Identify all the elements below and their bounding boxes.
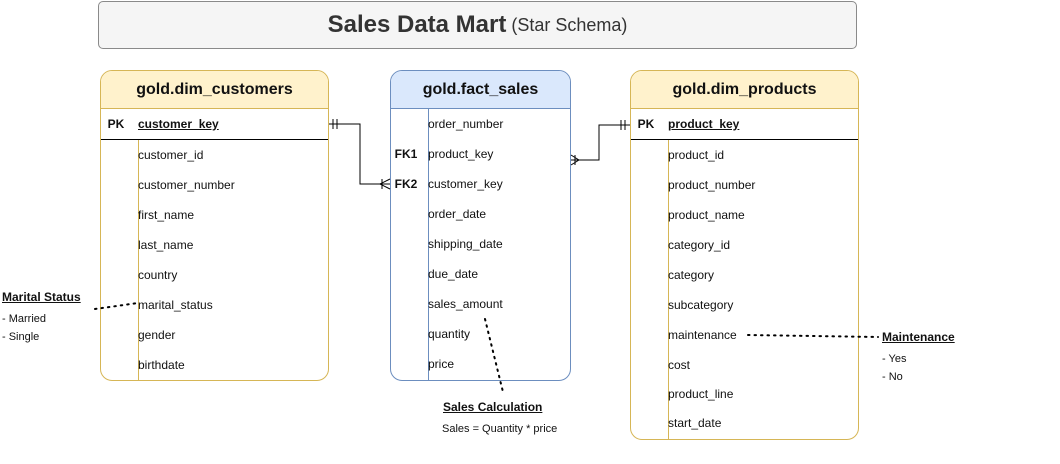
field-row: first_name: [101, 200, 328, 230]
field-name: product_key: [428, 147, 494, 161]
field-name: customer_key: [428, 177, 503, 191]
field-name: product_line: [668, 387, 734, 401]
entity-title: gold.dim_products: [631, 71, 858, 109]
field-row: country: [101, 260, 328, 290]
field-name: maintenance: [668, 328, 737, 342]
marital-note-item: - Single: [2, 331, 40, 343]
field-name: first_name: [138, 208, 195, 222]
pk-label: PK: [107, 117, 125, 131]
field-row: customer_id: [101, 140, 328, 170]
field-name: product_id: [668, 148, 725, 162]
field-row: customer_number: [101, 170, 328, 200]
field-name: product_name: [668, 208, 745, 222]
product-relationship-line: [571, 124, 630, 161]
key-column-divider: [631, 140, 669, 439]
field-row: cost: [631, 350, 858, 380]
title-main: Sales Data Mart: [327, 11, 507, 38]
field-row: order_number: [391, 109, 570, 139]
pk-field: customer_key: [138, 117, 219, 131]
key-column-divider: [101, 140, 139, 380]
maintenance-note-title: Maintenance: [882, 330, 955, 344]
key-label: FK1: [394, 147, 418, 161]
diagram-title: Sales Data Mart (Star Schema): [98, 1, 857, 49]
field-name: product_number: [668, 178, 756, 192]
marital-note-link: [94, 302, 139, 310]
key-label: FK2: [394, 177, 418, 191]
field-row: category: [631, 260, 858, 290]
field-name: shipping_date: [428, 237, 503, 251]
field-row: product_name: [631, 200, 858, 230]
field-row: birthdate: [101, 350, 328, 380]
field-row: marital_status: [101, 290, 328, 320]
field-name: cost: [668, 358, 691, 372]
field-name: order_date: [428, 207, 487, 221]
field-name: quantity: [428, 327, 471, 341]
field-name: gender: [138, 328, 176, 342]
field-name: price: [428, 357, 455, 371]
field-name: start_date: [668, 416, 722, 430]
entity-title: gold.fact_sales: [391, 71, 570, 109]
customer-relationship-line: [329, 123, 390, 185]
field-row: sales_amount: [391, 289, 570, 319]
pk-label: PK: [637, 117, 655, 131]
field-row: subcategory: [631, 290, 858, 320]
sales-note-text: Sales = Quantity * price: [442, 423, 558, 435]
entity-title: gold.dim_customers: [101, 71, 328, 109]
field-name: category_id: [668, 238, 731, 252]
field-name: sales_amount: [428, 297, 503, 311]
field-row: product_number: [631, 170, 858, 200]
field-row: order_date: [391, 199, 570, 229]
field-name: order_number: [428, 117, 504, 131]
entity-fact-sales[interactable]: gold.fact_sales order_number FK1 product_…: [390, 70, 571, 381]
entity-dim-products[interactable]: gold.dim_products PK product_key product…: [630, 70, 859, 440]
field-row: maintenance: [631, 320, 858, 350]
field-name: customer_number: [138, 178, 235, 192]
field-name: marital_status: [138, 298, 213, 312]
field-row: category_id: [631, 230, 858, 260]
field-row: quantity: [391, 319, 570, 349]
field-name: category: [668, 268, 715, 282]
field-row: FK2 customer_key: [391, 169, 570, 199]
field-row: due_date: [391, 259, 570, 289]
field-name: birthdate: [138, 358, 185, 372]
field-row: start_date: [631, 409, 858, 438]
field-row: product_line: [631, 380, 858, 409]
field-name: country: [138, 268, 178, 282]
marital-note-title: Marital Status: [2, 290, 81, 304]
pk-row: PK customer_key: [101, 109, 328, 140]
entity-dim-customers[interactable]: gold.dim_customers PK customer_key custo…: [100, 70, 329, 381]
field-row: product_id: [631, 140, 858, 170]
marital-note-item: - Married: [2, 313, 47, 325]
pk-row: PK product_key: [631, 109, 858, 140]
sales-note-title: Sales Calculation: [443, 400, 543, 414]
field-row: price: [391, 349, 570, 379]
maintenance-note-item: - No: [882, 371, 903, 383]
pk-field: product_key: [668, 117, 740, 131]
field-row: last_name: [101, 230, 328, 260]
maintenance-note-item: - Yes: [882, 353, 907, 365]
field-name: customer_id: [138, 148, 204, 162]
field-row: FK1 product_key: [391, 139, 570, 169]
maintenance-note-link: [747, 334, 879, 338]
key-column-divider: [391, 109, 429, 380]
field-name: subcategory: [668, 298, 734, 312]
field-row: gender: [101, 320, 328, 350]
sales-note-link: [484, 318, 504, 393]
field-name: due_date: [428, 267, 479, 281]
field-name: last_name: [138, 238, 194, 252]
title-sub: (Star Schema): [511, 14, 628, 35]
field-row: shipping_date: [391, 229, 570, 259]
